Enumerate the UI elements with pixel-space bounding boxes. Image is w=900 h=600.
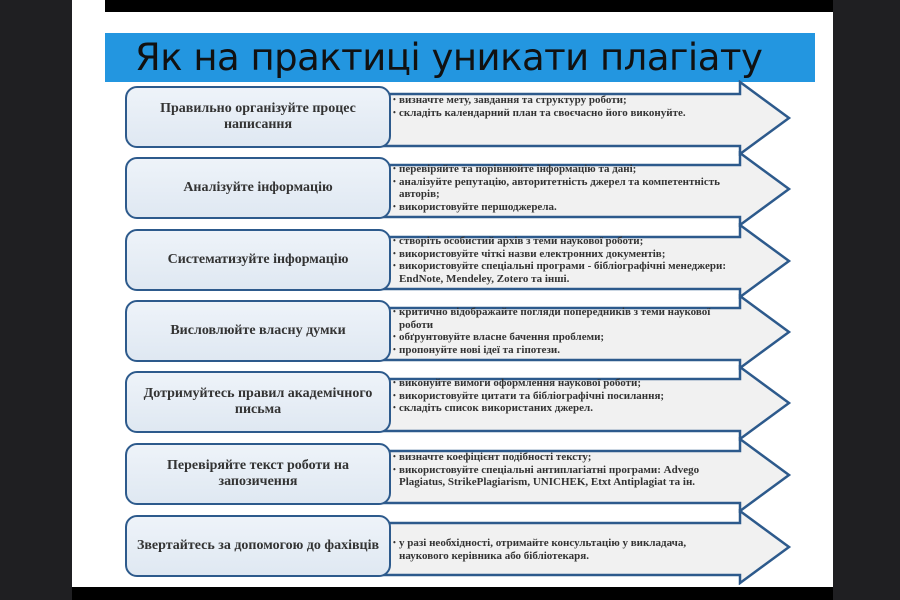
step-item: використовуйте спеціальні антиплагіатні … [393,464,738,489]
top-black-bar [105,0,833,12]
step-row: Звертайтесь за допомогою до фахівців у р… [0,509,900,587]
step-label-text: Дотримуйтесь правил академічного письма [143,386,373,417]
step-item: пропонуйте нові ідеї та гіпотези. [393,344,738,357]
step-item: складіть календарний план та своєчасно й… [393,107,738,120]
step-row: Перевіряйте текст роботи на запозичення … [0,437,900,515]
step-row: Аналізуйте інформацію перевіряйте та пор… [0,151,900,229]
step-item: критично відображайте погляди попередник… [393,306,738,331]
step-row: Висловлюйте власну думки критично відобр… [0,294,900,372]
step-items: визначте коефіцієнт подібності тексту;ви… [393,451,738,489]
step-label: Систематизуйте інформацію [125,229,391,291]
step-label: Аналізуйте інформацію [125,157,391,219]
step-label-text: Аналізуйте інформацію [183,180,333,195]
step-item: використовуйте цитати та бібліографічні … [393,390,738,403]
step-item: використовуйте чіткі назви електронних д… [393,248,738,261]
step-label-text: Правильно організуйте процес написання [160,101,356,132]
step-label: Звертайтесь за допомогою до фахівців [125,515,391,577]
step-items: визначте мету, завдання та структуру роб… [393,94,738,119]
step-item: у разі необхідності, отримайте консульта… [393,537,738,562]
step-item: аналізуйте репутацію, авторитетність дже… [393,176,738,201]
step-item: використовуйте спеціальні програми - біб… [393,260,738,285]
step-item: створіть особистий архів з теми наукової… [393,235,738,248]
step-items: у разі необхідності, отримайте консульта… [393,537,738,562]
step-row: Систематизуйте інформацію створіть особи… [0,223,900,301]
step-item: обґрунтовуйте власне бачення проблеми; [393,331,738,344]
step-items: перевіряйте та порівнюйте інформацію та … [393,163,738,213]
step-items: критично відображайте погляди попередник… [393,306,738,356]
step-label: Перевіряйте текст роботи на запозичення [125,443,391,505]
step-label-text: Систематизуйте інформацію [167,252,349,267]
step-item: перевіряйте та порівнюйте інформацію та … [393,163,738,176]
step-row: Правильно організуйте процес написання в… [0,80,900,158]
step-label-text: Перевіряйте текст роботи на запозичення [167,458,349,489]
slide-title: Як на практиці уникати плагіату [105,33,815,82]
bottom-black-bar [72,587,833,600]
step-label-text: Звертайтесь за допомогою до фахівців [136,538,380,553]
step-items: створіть особистий архів з теми наукової… [393,235,738,285]
step-item: виконуйте вимоги оформлення наукової роб… [393,377,738,390]
step-items: виконуйте вимоги оформлення наукової роб… [393,377,738,415]
step-label-text: Висловлюйте власну думки [170,323,346,338]
step-row: Дотримуйтесь правил академічного письма … [0,365,900,443]
step-item: визначте мету, завдання та структуру роб… [393,94,738,107]
step-item: визначте коефіцієнт подібності тексту; [393,451,738,464]
step-label: Висловлюйте власну думки [125,300,391,362]
step-label: Дотримуйтесь правил академічного письма [125,371,391,433]
step-label: Правильно організуйте процес написання [125,86,391,148]
step-item: використовуйте першоджерела. [393,201,738,214]
step-item: складіть список використаних джерел. [393,402,738,415]
